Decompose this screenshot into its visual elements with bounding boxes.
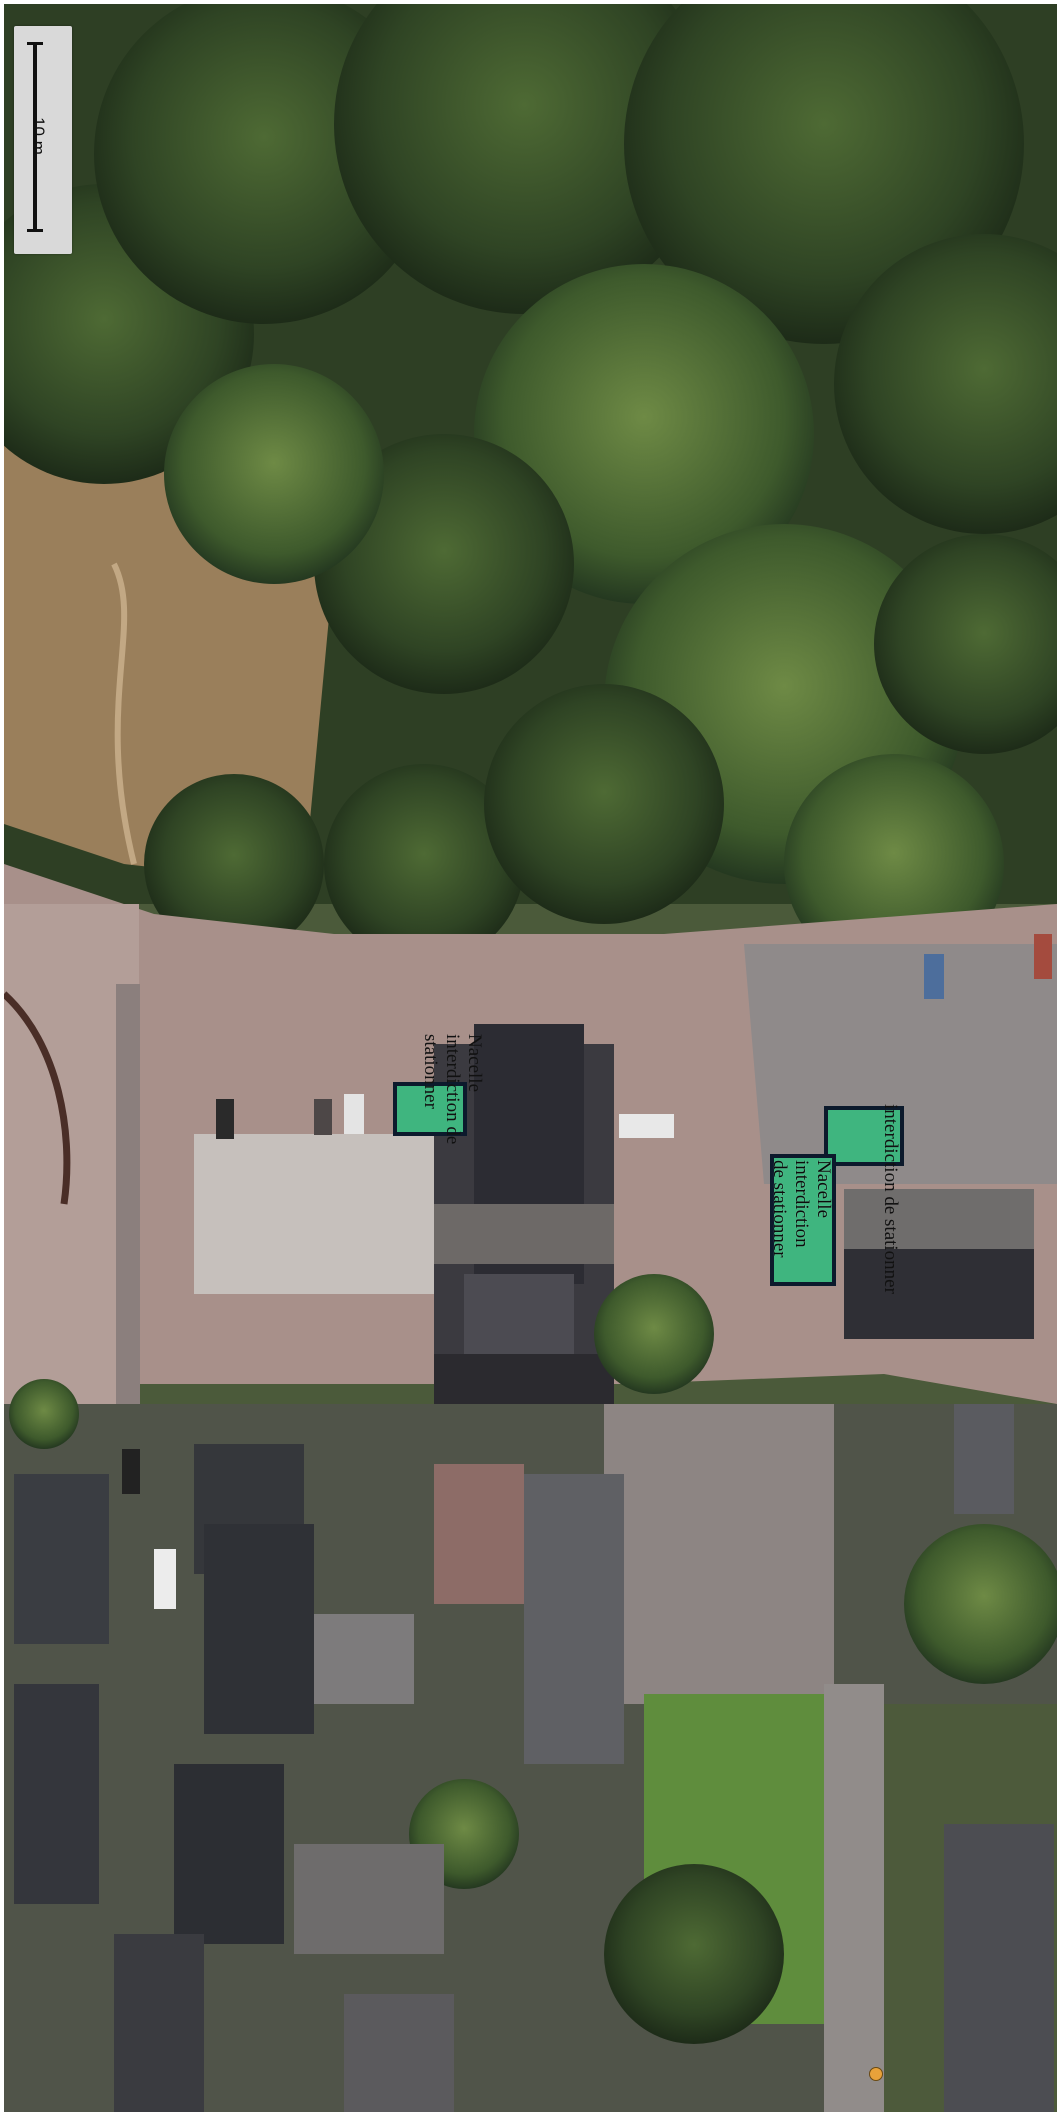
zone-3-label-line-3: de stationner	[769, 1160, 790, 1258]
zone-2-rectangle[interactable]	[824, 1106, 904, 1166]
zone-3-label: Nacelle interdiction de stationner	[768, 1160, 834, 1258]
zone-2-label: interdiction de stationner	[879, 1104, 901, 1294]
scale-bar-label: 10 m	[29, 117, 48, 155]
location-dot-icon[interactable]	[869, 2067, 883, 2081]
zone-3-rectangle[interactable]	[770, 1154, 836, 1286]
zone-1-label-line-2: interdiction de	[442, 1034, 463, 1145]
scale-bar-line	[27, 42, 43, 232]
zone-1-label-line-1: Nacelle	[464, 1034, 485, 1093]
zone-2-label-line-1: interdiction de stationner	[880, 1104, 901, 1294]
zone-3-label-line-1: Nacelle	[813, 1160, 834, 1219]
zone-1-label: Nacelle interdiction de stationner	[419, 1034, 485, 1144]
zone-1-label-line-3: stationner	[420, 1034, 441, 1109]
zone-1-rectangle[interactable]	[393, 1082, 467, 1136]
aerial-imagery	[4, 4, 1057, 2112]
scale-bar: 10 m	[14, 26, 72, 254]
zone-3-label-line-2: interdiction	[791, 1160, 812, 1248]
aerial-map[interactable]: 10 m Nacelle interdiction de stationner …	[4, 4, 1057, 2112]
